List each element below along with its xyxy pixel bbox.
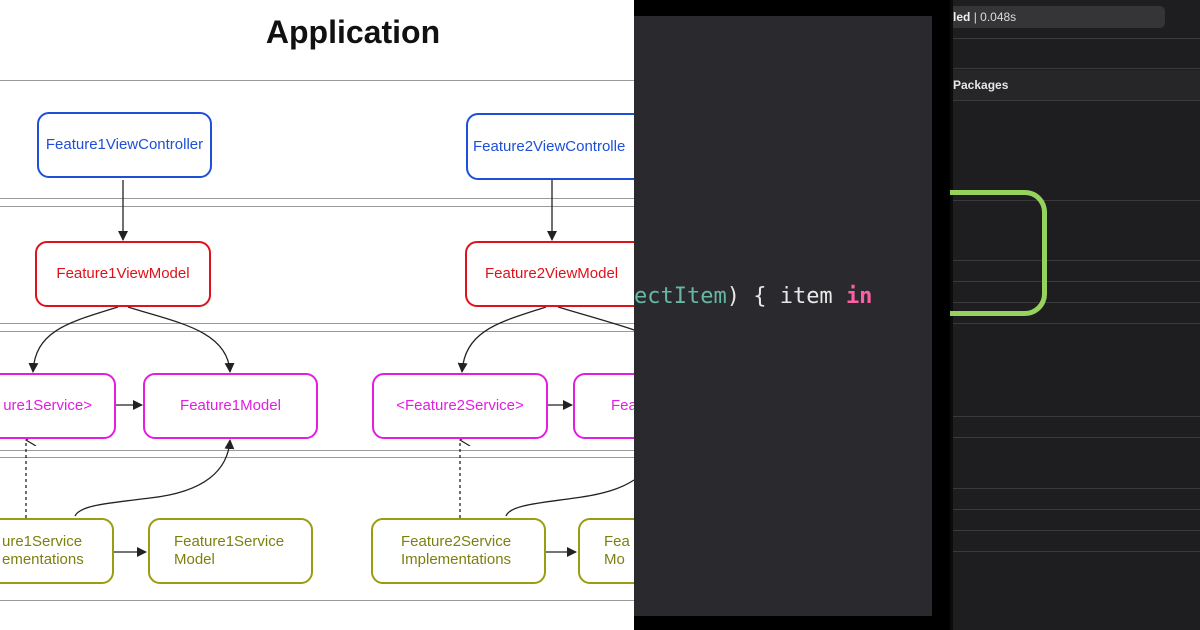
- log-divider-line: [953, 38, 1200, 39]
- node-label: <Feature2Service>: [396, 397, 524, 414]
- feature1-view-controller-node: Feature1ViewController: [37, 112, 212, 178]
- code-plain-token: ) { item: [726, 284, 846, 309]
- node-label-line1: ure1Service: [2, 533, 83, 550]
- feature1-service-implementations-node: ure1Service ementations: [0, 518, 114, 584]
- log-row-line: [953, 416, 1200, 417]
- feature2-service-protocol-node: <Feature2Service>: [372, 373, 548, 439]
- highlight-callout: [950, 190, 1047, 316]
- node-label-line1: Fea: [604, 533, 630, 550]
- node-label-line2: Mo: [604, 551, 625, 568]
- arrow-vm1-to-service1: [28, 306, 119, 373]
- node-label: ure1Service>: [3, 397, 92, 414]
- packages-section-label: Packages: [953, 78, 1009, 92]
- node-label-line2: ementations: [2, 551, 84, 568]
- log-row-line: [953, 530, 1200, 531]
- build-status-text: led: [953, 10, 971, 24]
- log-row-line: [953, 488, 1200, 489]
- arrow-vm1-to-model1: [127, 306, 235, 373]
- node-label: Feature2ViewControlle: [473, 137, 626, 155]
- arrow-impl1-to-model1: [74, 439, 235, 517]
- feature1-service-protocol-node: ure1Service>: [0, 373, 116, 439]
- node-label: Feature1ViewModel: [56, 265, 190, 282]
- log-divider-line: [953, 68, 1200, 69]
- node-label: Feature1Model: [180, 397, 281, 414]
- log-row-line: [953, 200, 1200, 201]
- code-editor-panel: ectItem) { item in: [634, 0, 950, 630]
- build-log-panel: led | 0.048s Packages: [950, 0, 1200, 630]
- code-editor[interactable]: ectItem) { item in: [634, 16, 932, 616]
- arrow-vm2-to-model2: [557, 306, 634, 331]
- code-keyword-token: in: [845, 284, 873, 309]
- diagram-connectors: [0, 80, 634, 601]
- node-label-line1: Feature2Service: [401, 533, 512, 550]
- log-divider-line: [953, 100, 1200, 101]
- feature2-view-controller-node: Feature2ViewControlle: [466, 113, 634, 180]
- build-status-time: | 0.048s: [973, 10, 1017, 24]
- feature1-service-model-node: Feature1Service Model: [148, 518, 313, 584]
- node-label: Feature2ViewModel: [485, 265, 619, 282]
- feature1-view-model-node: Feature1ViewModel: [35, 241, 211, 307]
- node-label-line2: Model: [174, 551, 215, 568]
- log-row-line: [953, 260, 1200, 261]
- log-row-line: [953, 437, 1200, 438]
- feature1-model-node: Feature1Model: [143, 373, 318, 439]
- log-row-line: [953, 302, 1200, 303]
- arrow-vm2-to-service2: [457, 306, 547, 373]
- code-type-token: ectItem: [634, 284, 727, 309]
- layer-separators: [0, 80, 634, 601]
- node-label: Fea: [611, 397, 634, 414]
- node-label: Feature1ViewController: [45, 136, 204, 153]
- node-label-line2: Implementations: [401, 551, 512, 568]
- log-row-line: [953, 281, 1200, 282]
- arrow-impl2-to-model2: [505, 479, 634, 517]
- build-status-bar: led | 0.048s: [953, 6, 1165, 28]
- log-row-line: [953, 551, 1200, 552]
- feature2-service-model-node: Fea Mo: [578, 518, 634, 584]
- diagram-title: Application: [265, 14, 441, 50]
- feature2-model-node: Fea: [573, 373, 634, 439]
- code-line: ectItem) { item in: [634, 284, 872, 309]
- feature2-view-model-node: Feature2ViewModel: [465, 241, 634, 307]
- log-row-line: [953, 323, 1200, 324]
- architecture-diagram: Application: [0, 0, 634, 630]
- log-row-line: [953, 509, 1200, 510]
- packages-section-header[interactable]: Packages: [953, 70, 1200, 100]
- feature2-service-implementations-node: Feature2Service Implementations: [371, 518, 546, 584]
- node-label-line1: Feature1Service: [174, 533, 285, 550]
